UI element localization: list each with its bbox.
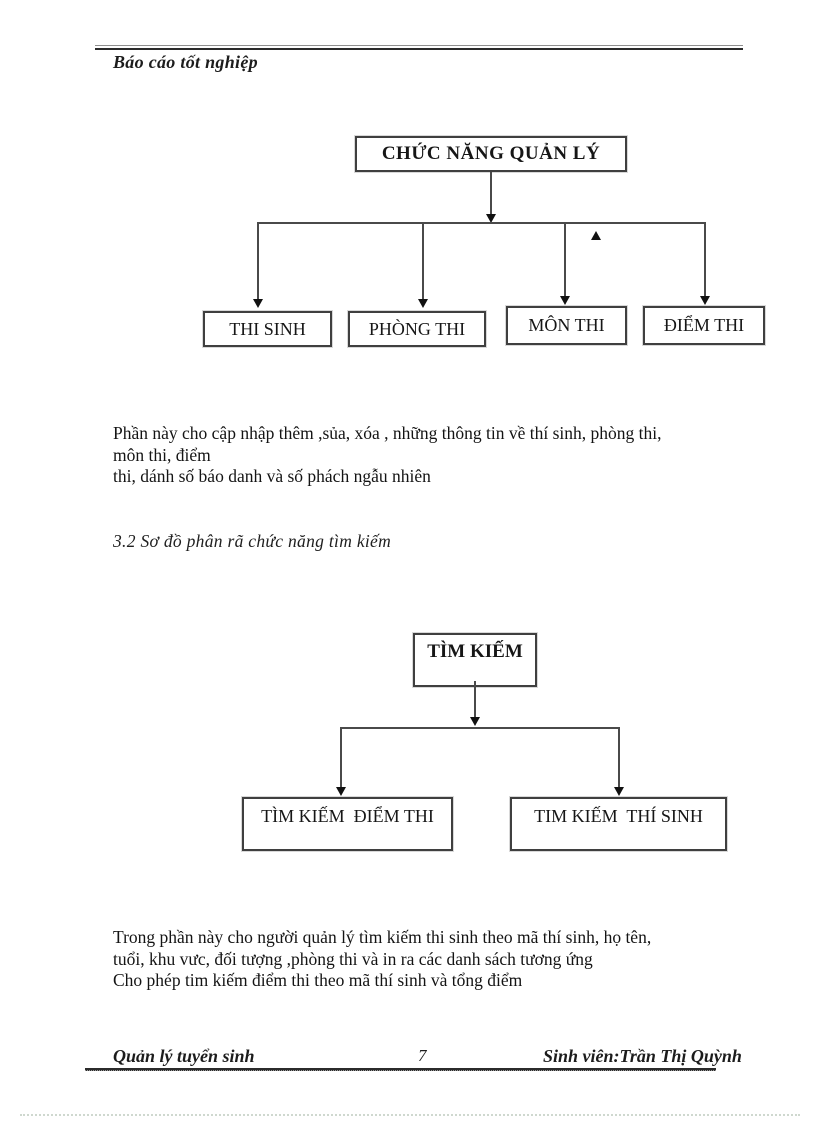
diagram1-branch-line xyxy=(564,224,566,296)
arrow-down-icon xyxy=(614,787,624,796)
diagram1-child-box-mon-thi: MÔN THI xyxy=(506,306,627,345)
arrow-down-icon xyxy=(253,299,263,308)
footer-student-name: Sinh viên:Trần Thị Quỳnh xyxy=(543,1046,742,1066)
footer-rule xyxy=(85,1068,716,1071)
diagram1-branch-line xyxy=(257,224,259,299)
arrow-down-icon xyxy=(470,717,480,726)
diagram2-branch-line xyxy=(618,729,620,787)
diagram1-branch-line xyxy=(422,224,424,299)
page-header-title: Báo cáo tốt nghiệp xyxy=(113,52,258,72)
arrow-down-icon xyxy=(418,299,428,308)
arrow-down-icon xyxy=(700,296,710,305)
diagram2-branch-line xyxy=(340,729,342,787)
diagram2-root-box: TÌM KIẾM xyxy=(413,633,537,687)
section-heading-3-2: 3.2 Sơ đồ phân rã chức năng tìm kiếm xyxy=(113,531,392,551)
diagram1-root-box: CHỨC NĂNG QUẢN LÝ xyxy=(355,136,627,172)
diagram1-root-connector-line xyxy=(490,172,492,216)
bottom-dotted-scan-line xyxy=(20,1114,800,1116)
diagram1-child-box-phong-thi: PHÒNG THI xyxy=(348,311,486,347)
footer-page-number: 7 xyxy=(418,1046,427,1065)
diagram1-branch-line xyxy=(704,224,706,296)
diagram2-horizontal-connector-line xyxy=(340,727,620,729)
diagram2-child-box-tim-kiem-diem-thi: TÌM KIẾM ĐIỂM THI xyxy=(242,797,453,851)
arrow-down-icon xyxy=(560,296,570,305)
arrow-down-icon xyxy=(336,787,346,796)
footer-document-title: Quản lý tuyển sinh xyxy=(113,1046,255,1066)
body-paragraph-update-functions: Phần này cho cập nhập thêm ,sủa, xóa , n… xyxy=(113,423,662,486)
diagram1-child-box-diem-thi: ĐIỂM THI xyxy=(643,306,765,345)
arrow-down-icon xyxy=(486,214,496,223)
body-paragraph-search-functions: Trong phần này cho người quản lý tìm kiế… xyxy=(113,927,652,990)
diagram1-horizontal-connector-line xyxy=(257,222,706,224)
triangle-up-icon xyxy=(591,231,601,240)
diagram2-child-box-tim-kiem-thi-sinh: TIM KIẾM THÍ SINH xyxy=(510,797,727,851)
diagram1-child-box-thi-sinh: THI SINH xyxy=(203,311,332,347)
diagram2-root-connector-line xyxy=(474,681,476,718)
top-double-rule xyxy=(95,45,743,50)
